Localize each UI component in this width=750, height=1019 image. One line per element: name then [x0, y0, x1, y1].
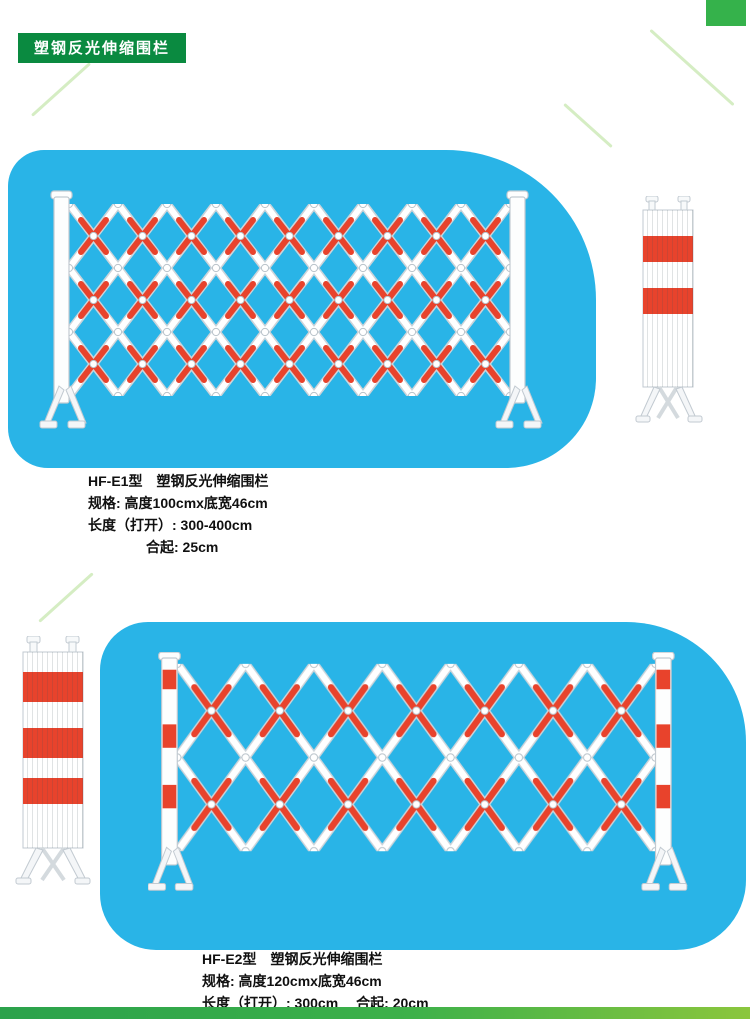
decorative-line [563, 102, 613, 149]
product2-specs: HF-E2型塑钢反光伸缩围栏 规格: 高度120cmx底宽46cm 长度（打开）… [202, 948, 429, 1014]
product2-title-line: HF-E2型塑钢反光伸缩围栏 [202, 948, 429, 970]
decorative-line [38, 572, 94, 623]
product1-model: HF-E1型 [88, 473, 143, 489]
product2-model: HF-E2型 [202, 951, 257, 967]
top-right-accent-block [706, 0, 746, 26]
bottom-accent-bar [0, 1007, 750, 1019]
decorative-line [649, 28, 735, 107]
product1-folded-line: 合起: 25cm [146, 539, 219, 555]
decorative-line [31, 62, 91, 117]
product2-spec-line: 规格: 高度120cmx底宽46cm [202, 973, 382, 989]
product1-name: 塑钢反光伸缩围栏 [156, 473, 269, 489]
expanded-fence-1-illustration [39, 190, 543, 429]
product1-spec-line: 规格: 高度100cmx底宽46cm [88, 495, 268, 511]
product1-title-line: HF-E1型塑钢反光伸缩围栏 [88, 470, 268, 492]
page-title: 塑钢反光伸缩围栏 [18, 33, 187, 63]
expanded-fence-2-illustration [148, 652, 688, 891]
product1-length-line: 长度（打开）: 300-400cm [88, 517, 253, 533]
product1-specs: HF-E1型塑钢反光伸缩围栏 规格: 高度100cmx底宽46cm 长度（打开）… [88, 470, 268, 558]
folded-fence-2-illustration [15, 636, 91, 885]
folded-fence-1-illustration [635, 196, 703, 423]
product2-name: 塑钢反光伸缩围栏 [270, 951, 383, 967]
